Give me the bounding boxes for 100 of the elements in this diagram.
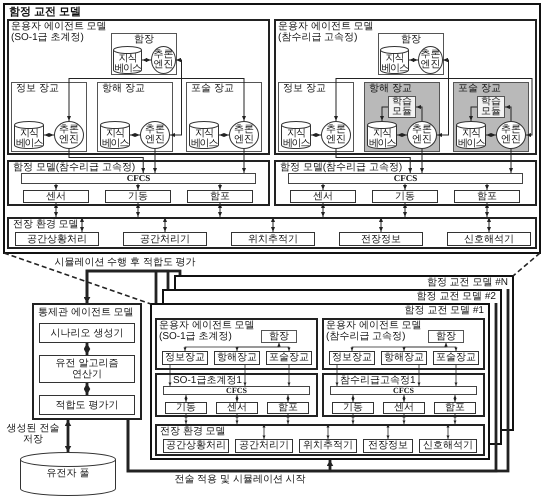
node-label: 함포 xyxy=(278,403,298,413)
connector-arrow xyxy=(130,133,140,137)
panel-title: 통제관 에이전트 모델 xyxy=(38,307,134,318)
component-box xyxy=(162,351,208,365)
component-box xyxy=(332,402,374,414)
connector-arrow xyxy=(402,414,406,424)
node-label: 추론 엔진 xyxy=(233,125,255,145)
node-label: 정보장교 xyxy=(332,353,372,363)
node-label: 센서 xyxy=(227,403,247,413)
connector-arrow xyxy=(403,202,407,218)
node-label: 학습 모듈 xyxy=(480,97,502,117)
connector-arrow xyxy=(420,148,424,174)
database-cylinder xyxy=(189,121,219,149)
component-box xyxy=(419,439,477,453)
panel-title: 함정 모델(참수리급 고속정) xyxy=(13,162,136,173)
panel-title: 운용자 에이전트 모델 (참수리급 고속정) xyxy=(326,320,423,342)
component-box xyxy=(363,439,413,453)
component-box xyxy=(165,402,207,414)
agent-panel xyxy=(32,303,142,420)
bus-bar xyxy=(330,386,477,395)
node-label: 지식 베이스 xyxy=(282,128,311,148)
node-label: 기동 xyxy=(128,191,148,202)
frame-title: 함정 교전 모델 #N xyxy=(426,277,508,289)
model-frame xyxy=(150,303,490,460)
role-title: 정보 장교 xyxy=(283,83,326,95)
component-box xyxy=(163,439,229,453)
database-cylinder xyxy=(20,452,116,496)
node-label: 지식 베이스 xyxy=(100,128,130,148)
node-label: 시나리오 생성기 xyxy=(50,328,124,338)
node-label: 지식 베이스 xyxy=(368,128,397,148)
engine-ellipse xyxy=(418,46,443,74)
role-box xyxy=(428,330,464,343)
stacked-model-frame xyxy=(174,275,514,289)
engine-ellipse xyxy=(321,121,351,149)
connector-arrow xyxy=(487,216,491,232)
node-label: 항해장교 xyxy=(217,353,257,363)
connector-arrow xyxy=(454,394,456,402)
database-cylinder xyxy=(281,121,311,149)
connector-arrow xyxy=(504,105,512,122)
connector-arrow xyxy=(163,216,167,232)
node-label: 기동 xyxy=(395,191,415,202)
component-box xyxy=(290,190,356,203)
database-cylinder xyxy=(14,121,44,149)
node-label: 공간상황처리 xyxy=(27,234,87,244)
node-label: 신호해석기 xyxy=(464,234,514,244)
node-label: 함장 xyxy=(269,331,289,342)
connector-arrow xyxy=(242,148,246,174)
node-label: 유전 알고리즘 연산기 xyxy=(54,358,120,380)
frame-title: 함정 교전 모델 #1 xyxy=(404,305,484,317)
role-box xyxy=(11,82,87,152)
component-box xyxy=(299,439,357,453)
node-label: 공간상황처리 xyxy=(166,441,226,451)
node-label: 추론 엔진 xyxy=(152,50,174,70)
connector-arrow xyxy=(236,414,238,424)
panel-title: 운용자 에이전트 모델 (참수리급 고속정) xyxy=(278,21,375,43)
database-cylinder xyxy=(100,121,130,149)
node-label: 추론 엔진 xyxy=(325,125,347,145)
dashed-connector-line xyxy=(512,252,541,277)
engine-ellipse xyxy=(407,121,437,149)
component-box xyxy=(266,351,312,365)
connector-arrow xyxy=(379,216,383,232)
connector-arrow xyxy=(236,394,238,402)
connector-arrow xyxy=(184,394,188,402)
node-label: 전장정보 xyxy=(361,234,401,244)
environment-panel xyxy=(155,424,485,456)
connector-arrow xyxy=(278,342,290,352)
connector-arrow xyxy=(396,133,408,137)
node-label: 함포 xyxy=(445,403,465,413)
connector-arrow xyxy=(485,184,489,190)
connector-arrow xyxy=(509,148,513,174)
connector-arrow xyxy=(184,414,188,424)
edge-label: 생성된 전술 저장 xyxy=(4,423,62,445)
node-label: 지식 베이스 xyxy=(113,54,142,74)
connector-arrow xyxy=(446,424,450,440)
bus-bar xyxy=(163,386,310,395)
connector-arrow xyxy=(44,133,54,137)
connector-arrow xyxy=(64,420,72,452)
connector-arrow xyxy=(469,106,478,122)
role-box xyxy=(364,82,440,152)
connector-arrow xyxy=(416,105,422,122)
agent-panel xyxy=(7,19,270,155)
engine-ellipse xyxy=(151,46,176,74)
node-label: 포술장교 xyxy=(436,353,476,363)
bus-label: CFCS xyxy=(126,174,150,183)
node-label: 함포 xyxy=(477,191,497,202)
node-label: 전장정보 xyxy=(368,441,408,451)
role-box xyxy=(278,82,354,152)
component-box xyxy=(329,351,375,365)
frame-title: 함정 교전 모델 #2 xyxy=(416,291,496,303)
node-label: 적합도 평가기 xyxy=(56,400,118,410)
stacked-model-frame xyxy=(162,289,502,303)
node-label: 학습 모듈 xyxy=(391,97,413,117)
connector-arrow xyxy=(54,202,58,218)
bus-label: CFCS xyxy=(226,387,247,394)
agent-panel xyxy=(155,318,318,370)
connector-arrow xyxy=(386,424,390,440)
connector-arrow xyxy=(286,414,290,424)
connector-arrow xyxy=(218,202,222,218)
role-box xyxy=(261,330,297,343)
engine-ellipse xyxy=(496,121,526,149)
